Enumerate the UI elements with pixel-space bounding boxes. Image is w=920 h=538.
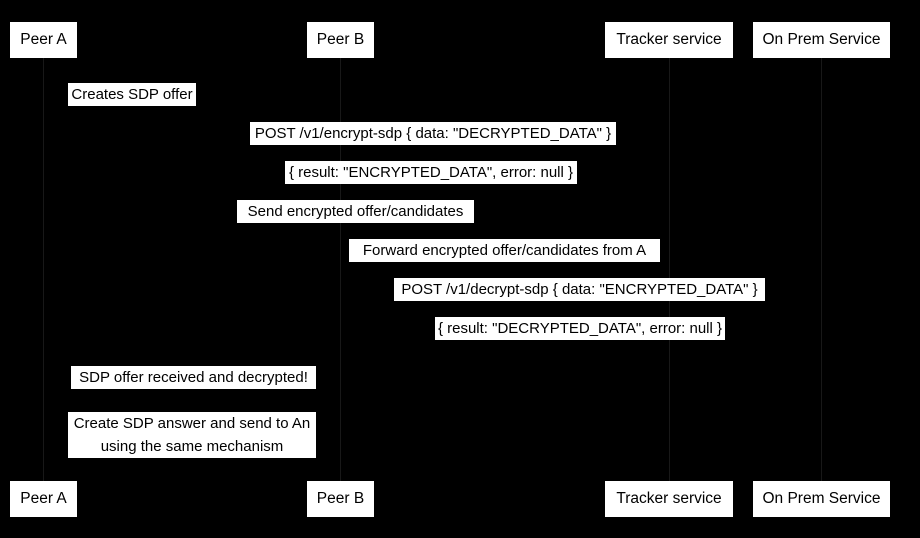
lifeline-tracker-service [669, 57, 670, 481]
participant-on-prem-service-top[interactable]: On Prem Service [753, 22, 890, 58]
participant-peer-a-top[interactable]: Peer A [10, 22, 77, 58]
participant-peer-a-bottom[interactable]: Peer A [10, 481, 77, 517]
message-post-decrypt-sdp: POST /v1/decrypt-sdp { data: "ENCRYPTED_… [394, 278, 765, 301]
participant-peer-b-top[interactable]: Peer B [307, 22, 374, 58]
message-encrypt-sdp-result: { result: "ENCRYPTED_DATA", error: null … [285, 161, 577, 184]
participant-tracker-service-bottom[interactable]: Tracker service [605, 481, 733, 517]
message-forward-encrypted-offer: Forward encrypted offer/candidates from … [349, 239, 660, 262]
note-line-2: using the same mechanism [100, 438, 284, 455]
participant-on-prem-service-bottom[interactable]: On Prem Service [753, 481, 890, 517]
message-sdp-offer-received: SDP offer received and decrypted! [71, 366, 316, 389]
note-create-sdp-answer: Create SDP answer and send to An using t… [68, 412, 316, 458]
message-send-encrypted-offer: Send encrypted offer/candidates [237, 200, 474, 223]
lifeline-peer-a [43, 57, 44, 481]
lifeline-on-prem-service [821, 57, 822, 481]
message-decrypt-sdp-result: { result: "DECRYPTED_DATA", error: null … [435, 317, 725, 340]
participant-tracker-service-top[interactable]: Tracker service [605, 22, 733, 58]
note-line-1: Create SDP answer and send to An [73, 415, 311, 432]
lifeline-peer-b [340, 57, 341, 481]
message-creates-sdp-offer: Creates SDP offer [68, 83, 196, 106]
participant-peer-b-bottom[interactable]: Peer B [307, 481, 374, 517]
message-post-encrypt-sdp: POST /v1/encrypt-sdp { data: "DECRYPTED_… [250, 122, 616, 145]
